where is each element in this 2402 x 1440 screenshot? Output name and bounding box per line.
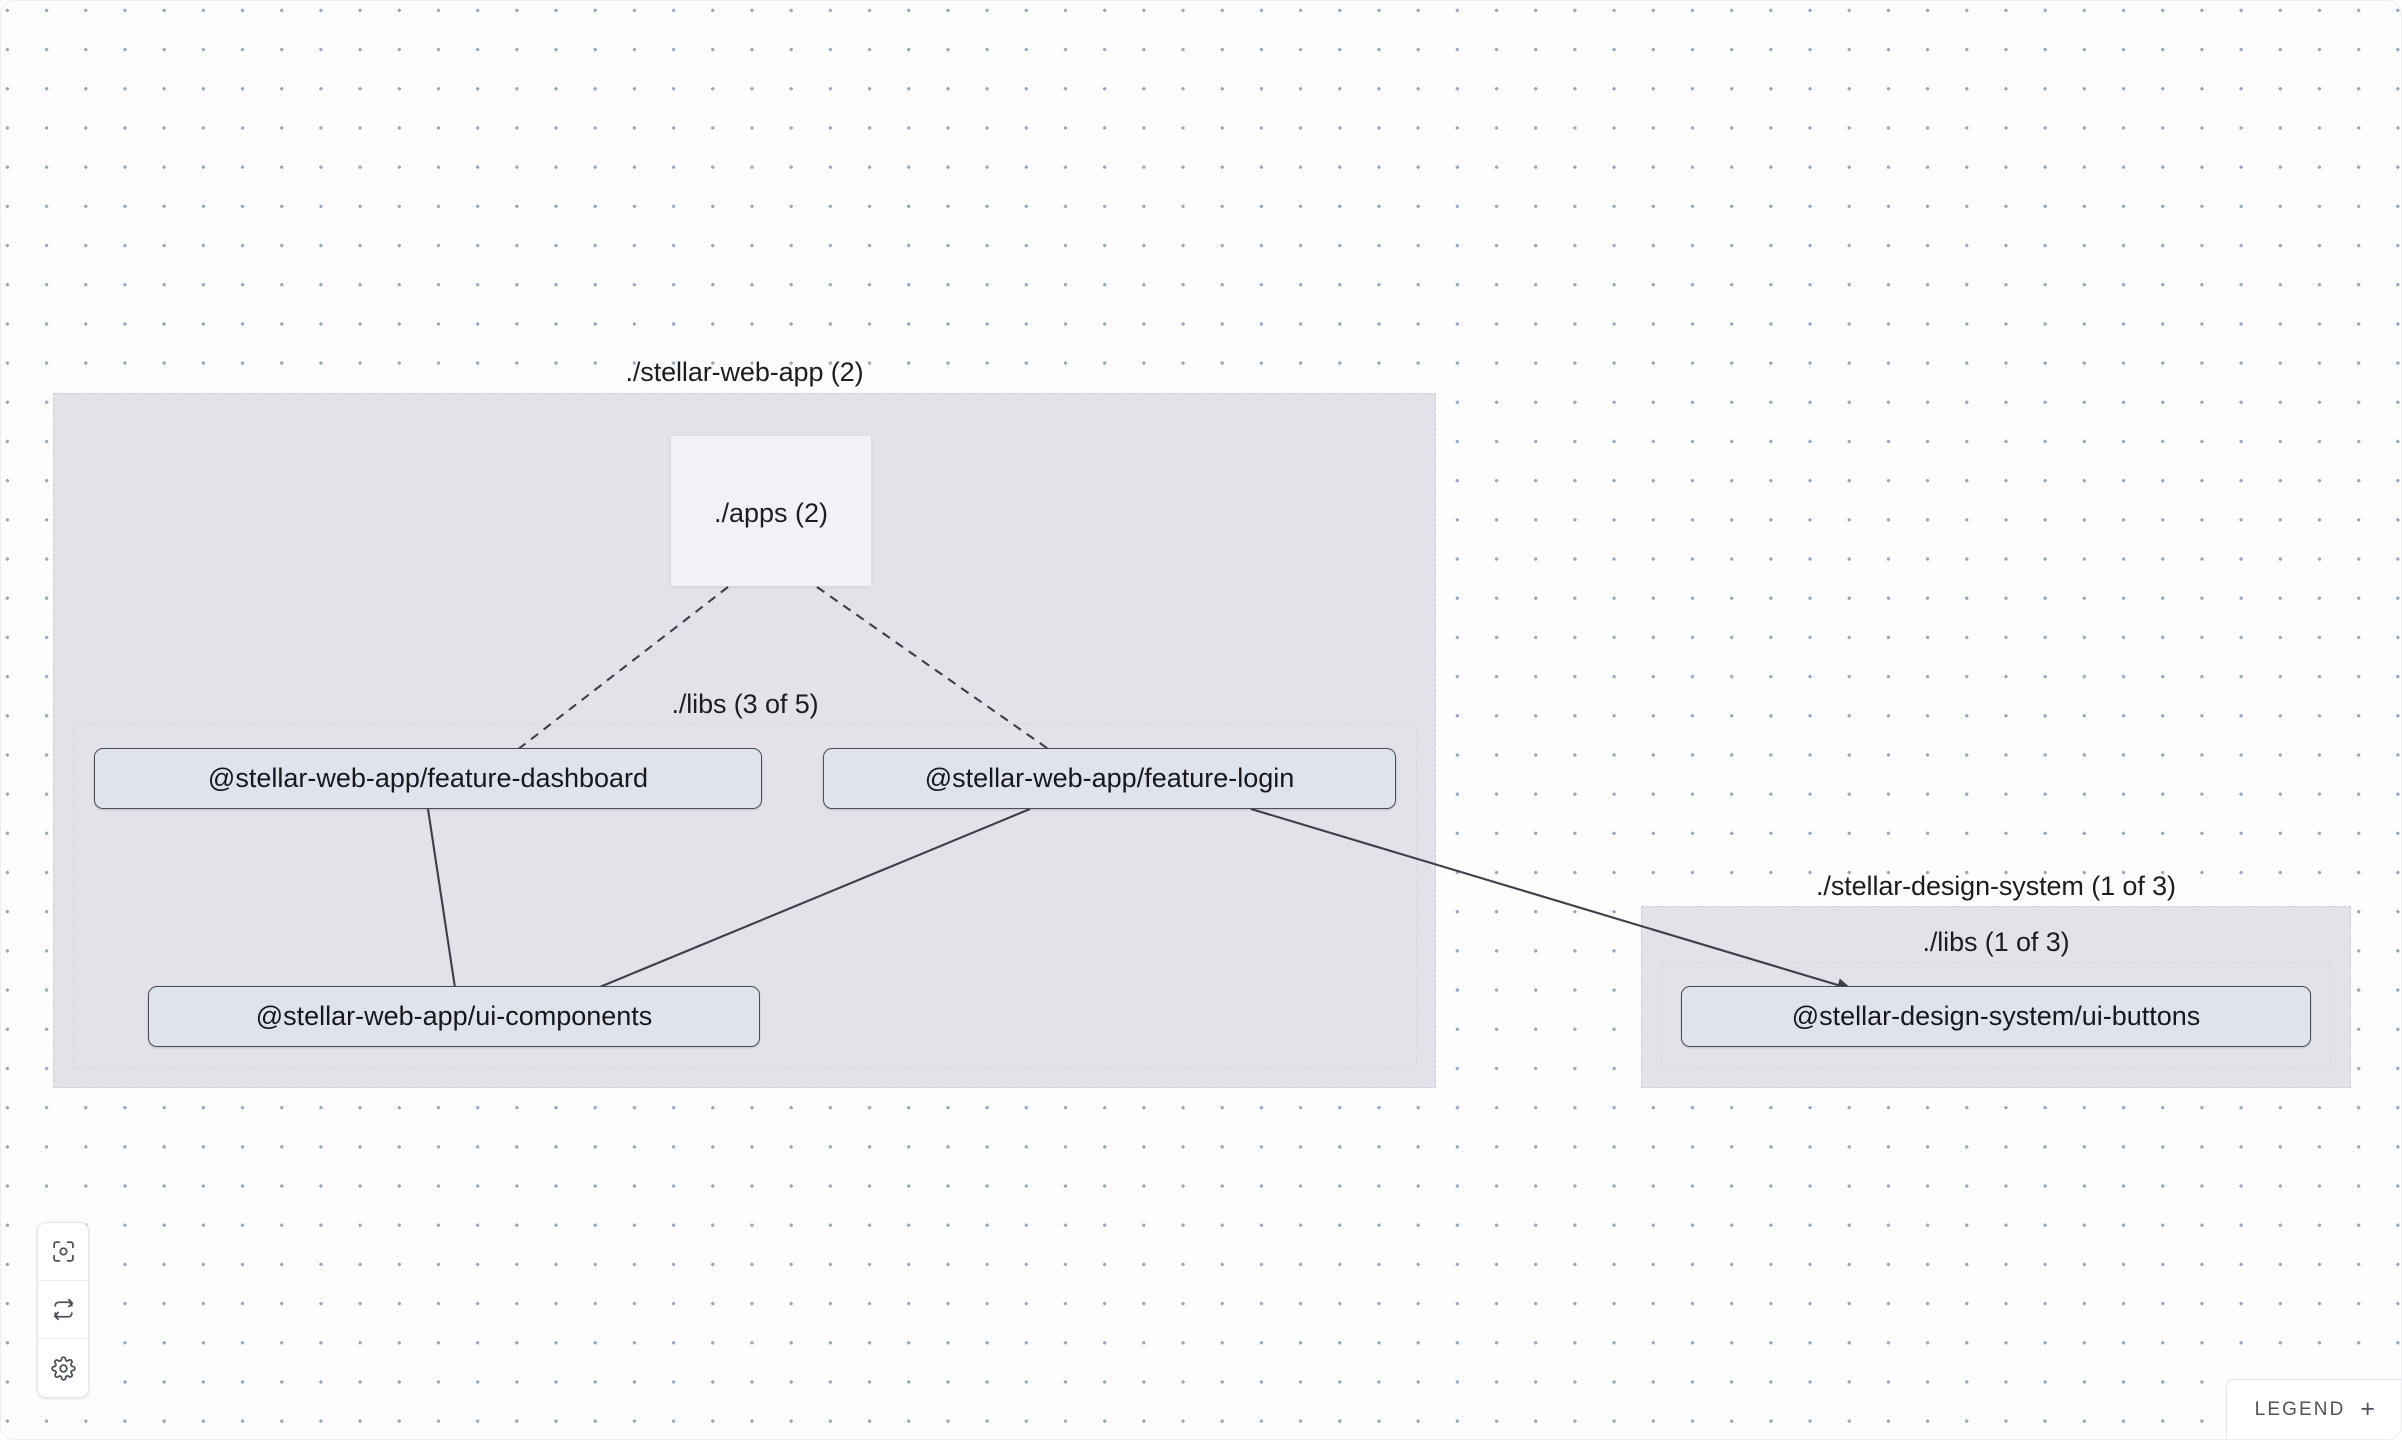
- group-label-stellar-design-system: ./stellar-design-system (1 of 3): [1816, 871, 2176, 901]
- node-ui-components[interactable]: @stellar-web-app/ui-components: [148, 986, 760, 1047]
- node-label-feature-dashboard: @stellar-web-app/feature-dashboard: [207, 763, 649, 793]
- node-label-ui-components: @stellar-web-app/ui-components: [255, 1001, 653, 1031]
- node-ui-buttons[interactable]: @stellar-design-system/ui-buttons: [1681, 986, 2311, 1047]
- group-label-stellar-design-system-libs: ./libs (1 of 3): [1922, 927, 2070, 957]
- refresh-graph-button[interactable]: [38, 1281, 88, 1339]
- settings-button[interactable]: [38, 1339, 88, 1397]
- legend-expand-icon: +: [2360, 1395, 2375, 1423]
- node-feature-dashboard[interactable]: @stellar-web-app/feature-dashboard: [94, 748, 762, 809]
- graph-toolbar[interactable]: [37, 1222, 89, 1398]
- node-label-feature-login: @stellar-web-app/feature-login: [924, 763, 1295, 793]
- legend-label: LEGEND: [2254, 1398, 2346, 1420]
- node-feature-login[interactable]: @stellar-web-app/feature-login: [823, 748, 1396, 809]
- folder-label-apps: ./apps (2): [713, 497, 829, 528]
- legend-toggle-button[interactable]: LEGEND +: [2225, 1379, 2401, 1439]
- group-label-stellar-web-app-libs: ./libs (3 of 5): [671, 689, 819, 719]
- folder-tab-shape: [671, 436, 763, 453]
- folder-body-shape: [671, 451, 871, 586]
- focus-graph-button[interactable]: [38, 1223, 88, 1281]
- node-label-ui-buttons: @stellar-design-system/ui-buttons: [1791, 1001, 2201, 1031]
- group-label-stellar-web-app: ./stellar-web-app (2): [625, 357, 864, 387]
- folder-node-apps[interactable]: ./apps (2): [671, 436, 871, 586]
- gear-icon: [50, 1355, 76, 1381]
- group-stellar-design-system-libs[interactable]: [1661, 962, 2331, 1069]
- refresh-icon: [51, 1297, 76, 1322]
- focus-target-icon: [51, 1239, 76, 1264]
